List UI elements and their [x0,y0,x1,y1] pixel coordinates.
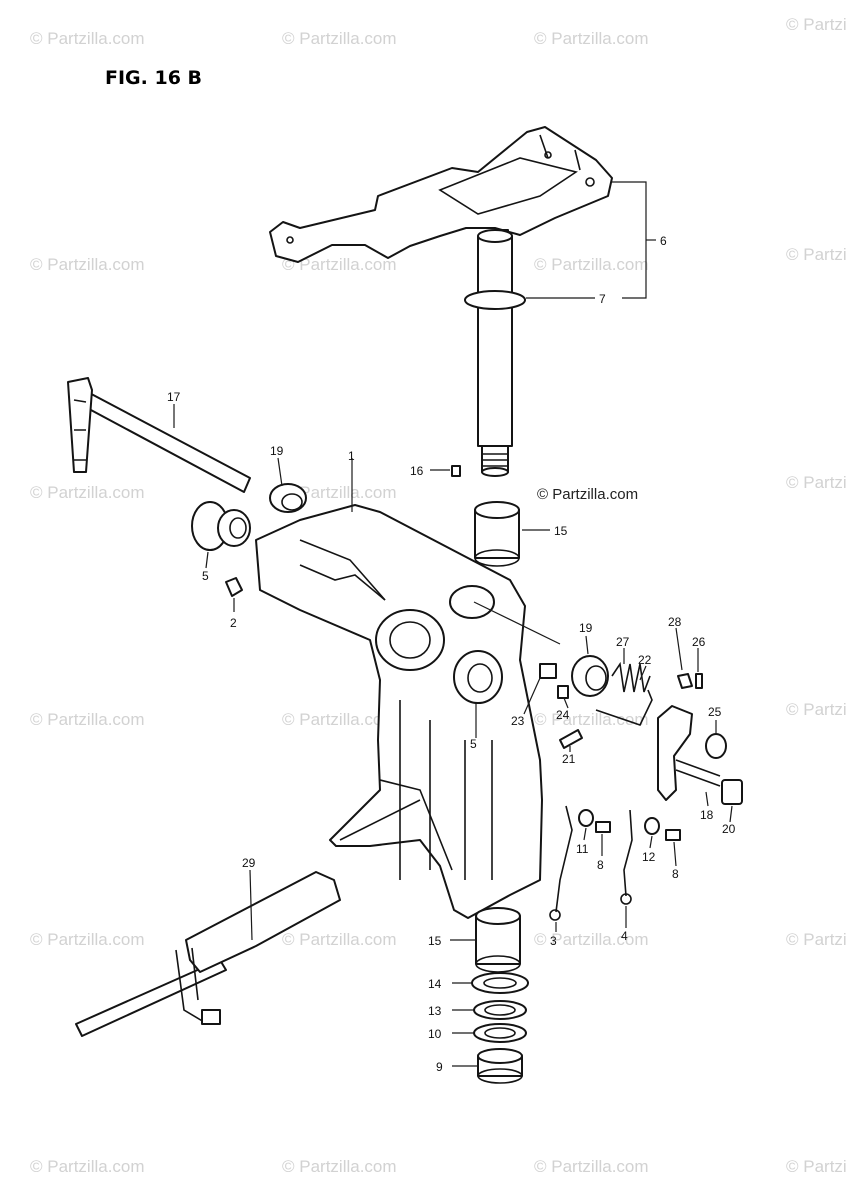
watermark: © Partzilla.com [30,930,145,949]
bolt-8-b [665,829,681,841]
bolt-24 [557,685,569,699]
tilt-handle-29 [75,871,341,1037]
callout-10: 10 [428,1027,442,1041]
callout-21: 21 [562,752,576,766]
bolt-21 [559,729,583,749]
watermark: © Partzilla.com [786,1157,846,1176]
callout-24: 24 [556,708,570,722]
callout-14: 14 [428,977,442,991]
callout-9: 9 [436,1060,443,1074]
washer-12 [644,817,660,835]
part-28-washer [677,673,693,689]
steering-bracket-part [269,126,613,263]
watermark: © Partzilla.com [30,710,145,729]
callout-4: 4 [621,929,628,943]
nut-25 [705,733,727,759]
watermark: © Partzilla.com [534,255,649,274]
ground-wire-3 [555,805,573,913]
nut-9 [477,1048,523,1084]
watermark: © Partzilla.com [534,710,649,729]
callout-17: 17 [167,390,181,404]
callout-11: 11 [576,842,589,856]
ground-wire-4-terminal [620,893,632,905]
tilt-rod-part [67,377,251,493]
watermark: © Partzilla.com [534,29,649,48]
callout-19: 19 [270,444,284,458]
pad-20 [721,779,743,805]
callout-2: 2 [230,616,237,630]
callout-27: 27 [616,635,630,649]
ground-wire-3-terminal [549,909,561,921]
callout-19: 19 [579,621,593,635]
callout-16: 16 [410,464,424,478]
copyright-notice: © Partzilla.com [537,486,638,503]
washer-13-hole [484,1004,516,1016]
washer-10 [473,1023,527,1043]
spring-arm-22 [595,689,653,726]
callout-7: 7 [599,292,606,306]
washer-10-hole [484,1027,516,1039]
bushing-19-left [269,483,307,513]
watermark: © Partzilla.com [786,15,846,34]
watermark: © Partzilla.com [30,255,145,274]
watermark: © Partzilla.com [282,1157,397,1176]
watermark: © Partzilla.com [30,483,145,502]
callout-13: 13 [428,1004,442,1018]
washer-14-hole [483,977,517,989]
watermark: © Partzilla.com [534,1157,649,1176]
watermark: © Partzilla.com [282,29,397,48]
callout-8: 8 [672,867,679,881]
callout-26: 26 [692,635,706,649]
callout-3: 3 [550,934,557,948]
callout-20: 20 [722,822,736,836]
watermark: © Partzilla.com [534,930,649,949]
watermark: © Partzilla.com [30,1157,145,1176]
part-26-bolt [695,673,703,689]
figure-title: FIG. 16 B [105,67,202,89]
plug-5-center [453,650,503,704]
callout-5: 5 [202,569,209,583]
washer-11 [578,809,594,827]
washer-14 [471,972,529,994]
steering-shaft-part [464,229,526,477]
watermark: © Partzilla.com [282,930,397,949]
watermark: © Partzilla.com [786,930,846,949]
callout-5: 5 [470,737,477,751]
swivel-bracket-part [255,504,557,919]
callout-8: 8 [597,858,604,872]
plug-5-left [191,501,251,551]
ground-wire-4 [623,809,633,897]
callout-22: 22 [638,653,652,667]
watermark: © Partzilla.com [786,473,846,492]
washer-13 [473,1000,527,1020]
callout-18: 18 [700,808,714,822]
watermark: © Partzilla.com [282,483,397,502]
callout-1: 1 [348,449,355,463]
callout-12: 12 [642,850,656,864]
watermark: © Partzilla.com [786,245,846,264]
spring-27 [611,661,651,693]
watermark: © Partzilla.com [282,255,397,274]
tilt-lever-18 [657,705,721,801]
watermark: © Partzilla.com [30,29,145,48]
callout-15: 15 [554,524,568,538]
callout-15: 15 [428,934,442,948]
callout-25: 25 [708,705,722,719]
leader-lines [173,181,733,1067]
part-16-clip [451,465,461,477]
watermark-grid: © Partzilla.com © Partzilla.com © Partzi… [30,15,846,1176]
callout-28: 28 [668,615,682,629]
callout-6: 6 [660,234,667,248]
callout-29: 29 [242,856,256,870]
callout-23: 23 [511,714,525,728]
callout-labels: 6 7 17 19 1 16 15 5 2 19 27 22 28 26 25 … [167,234,736,1074]
watermark: © Partzilla.com [282,710,397,729]
bolt-8-a [595,821,611,833]
watermark: © Partzilla.com [786,700,846,719]
lower-bushing-15 [475,907,521,973]
bushing-19-right [571,655,609,697]
upper-bushing-part [474,501,520,567]
grease-nipple-part [225,577,243,597]
